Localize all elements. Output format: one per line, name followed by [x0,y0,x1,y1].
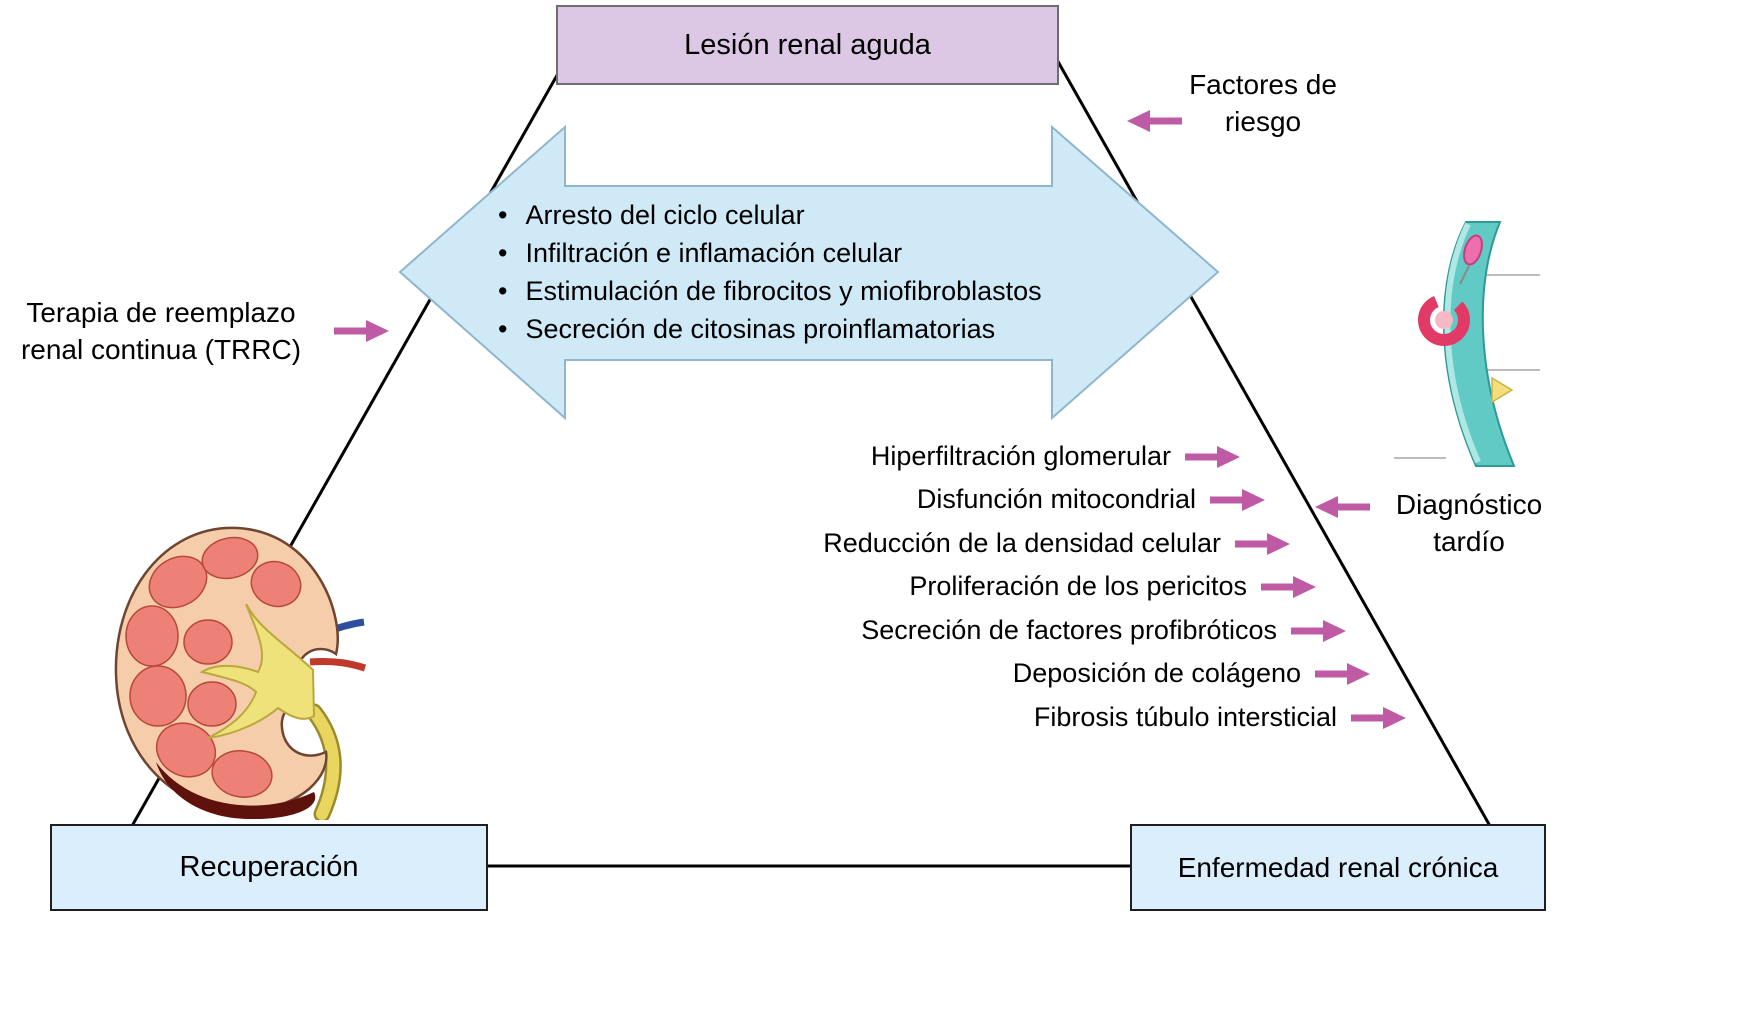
central-arrow-item-label: Secreción de citosinas proinflamatorias [525,314,996,344]
list-item: • Arresto del ciclo celular [498,196,1042,234]
central-arrow-item-label: Estimulación de fibrocitos y miofibrobla… [525,276,1042,306]
arrow-left-icon [1315,496,1370,518]
arrow-right-icon [1315,662,1370,685]
bullet-icon: • [498,238,508,268]
node-recovery: Recuperación [50,824,488,911]
node-chronic-kidney-disease: Enfermedad renal crónica [1130,824,1546,911]
bullet-icon: • [498,276,508,306]
risk-factors-label: Factores de riesgo [1189,69,1337,138]
arrow-right-icon [1261,575,1316,598]
node-chronic-kidney-disease-label: Enfermedad renal crónica [1177,851,1499,883]
list-item: • Secreción de citosinas proinflamatoria… [498,310,1042,348]
central-arrow-item-label: Arresto del ciclo celular [525,200,805,230]
triangle-right-edge [1054,57,1492,827]
central-arrow-item-label: Infiltración e inflamación celular [525,238,903,268]
progression-item: Disfunción mitocondrial [917,484,1266,515]
arrow-right-icon [1235,532,1290,555]
bullet-icon: • [498,314,508,344]
bullet-icon: • [498,200,508,230]
progression-item-label: Secreción de factores profibróticos [861,615,1277,645]
progression-item: Secreción de factores profibróticos [861,615,1347,646]
progression-item: Proliferación de los pericitos [909,571,1317,602]
node-recovery-label: Recuperación [179,851,359,884]
progression-item-label: Reducción de la densidad celular [823,528,1221,558]
progression-item-label: Proliferación de los pericitos [909,571,1247,601]
arrow-right-icon [1185,445,1240,468]
progression-item: Reducción de la densidad celular [823,528,1291,559]
tubule-cell-icon [1394,221,1540,467]
arrow-left-icon [1127,110,1182,132]
progression-item-label: Deposición de colágeno [1012,658,1301,688]
node-acute-kidney-injury-label: Lesión renal aguda [684,28,931,61]
arrow-right-icon [1210,488,1265,511]
bidirectional-arrow [398,124,1220,421]
arrow-right-icon [1351,706,1406,729]
list-item: • Infiltración e inflamación celular [498,234,1042,272]
progression-item-label: Hiperfiltración glomerular [870,441,1171,471]
progression-item: Deposición de colágeno [1013,658,1371,689]
crrt-label: Terapia de reemplazo renal continua (TRR… [20,297,302,366]
progression-item: Hiperfiltración glomerular [871,441,1241,472]
central-arrow-list: • Arresto del ciclo celular • Infiltraci… [498,196,1042,348]
progression-item-label: Fibrosis túbulo intersticial [1033,702,1337,732]
progression-item: Fibrosis túbulo intersticial [1034,702,1407,733]
late-diagnosis-label: Diagnóstico tardío [1395,489,1543,558]
node-acute-kidney-injury: Lesión renal aguda [556,5,1059,85]
arrow-right-icon [334,320,389,342]
list-item: • Estimulación de fibrocitos y miofibrob… [498,272,1042,310]
progression-item-label: Disfunción mitocondrial [916,484,1196,514]
kidney-icon [114,526,367,820]
arrow-right-icon [1291,619,1346,642]
